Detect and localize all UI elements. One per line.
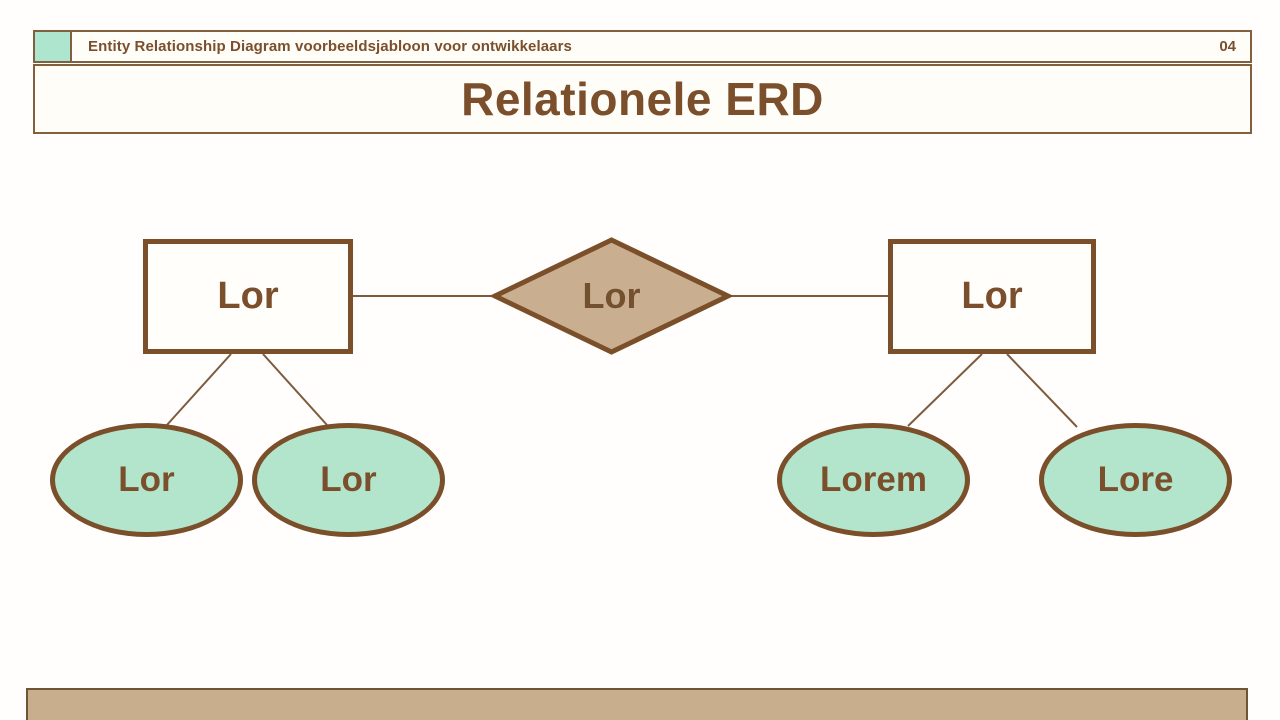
attribute-4-label: Lore: [1097, 460, 1174, 499]
page-number: 04: [1219, 38, 1236, 55]
attribute-1-label: Lor: [118, 460, 175, 499]
attribute-2-label: Lor: [320, 460, 377, 499]
connector-right-entity-to-attribute-4: [1006, 353, 1078, 428]
page-title: Relationele ERD: [461, 73, 824, 125]
footer-bar: [26, 688, 1248, 720]
title-box: Relationele ERD: [33, 64, 1252, 134]
connector-left-entity-to-attribute-1: [165, 353, 232, 427]
entity-right-label: Lor: [961, 275, 1023, 317]
attribute-ellipse-4: Lore: [1039, 423, 1232, 537]
accent-square: [35, 32, 72, 61]
entity-left-label: Lor: [217, 275, 279, 317]
attribute-ellipse-3: Lorem: [777, 423, 970, 537]
entity-box-left: Lor: [143, 239, 353, 354]
connector-right-entity-to-attribute-3: [907, 353, 983, 427]
connector-left-entity-to-attribute-2: [262, 353, 328, 426]
entity-box-right: Lor: [888, 239, 1096, 354]
relationship-label-text: Lor: [582, 275, 641, 316]
relationship-label: Lor: [495, 240, 728, 352]
header-label: Entity Relationship Diagram voorbeeldsja…: [88, 38, 573, 55]
attribute-ellipse-2: Lor: [252, 423, 445, 537]
attribute-ellipse-1: Lor: [50, 423, 243, 537]
attribute-3-label: Lorem: [820, 460, 927, 499]
header-bar: Entity Relationship Diagram voorbeeldsja…: [33, 30, 1252, 63]
